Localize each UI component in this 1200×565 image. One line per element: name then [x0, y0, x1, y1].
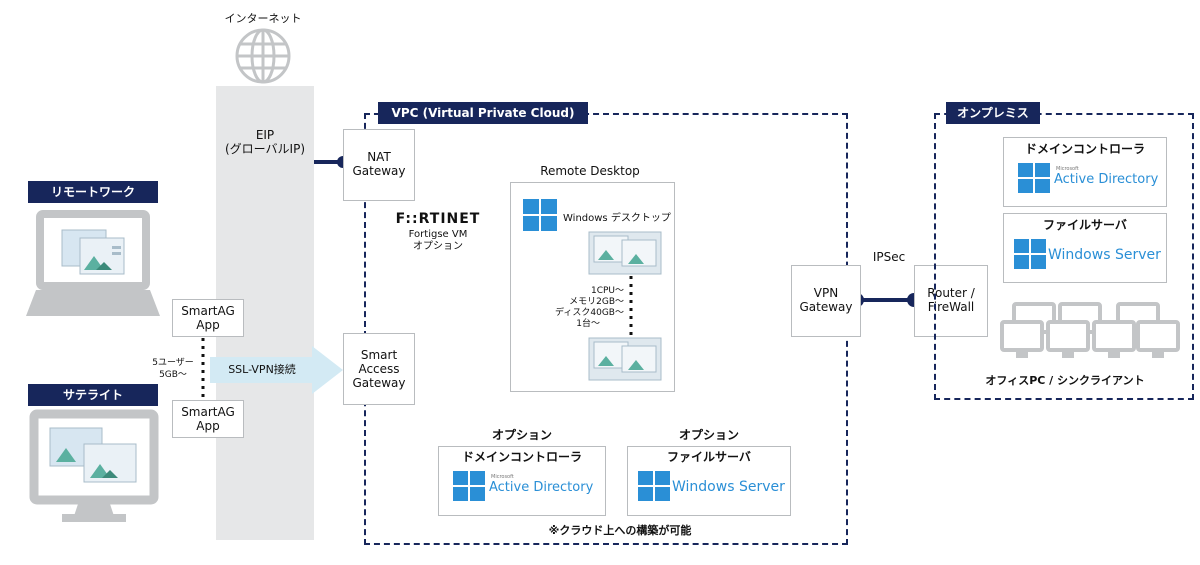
office-pc-icons [1000, 302, 1180, 352]
windows-logo-icon [453, 471, 485, 501]
windows-server-label: Windows Server [1048, 247, 1161, 263]
onprem-fs-box: ファイルサーバ Windows Server [1003, 213, 1167, 283]
smartag-app-top[interactable]: SmartAG App [172, 299, 244, 337]
fortigate-line1: Fortigse VM [408, 229, 468, 240]
ssl-vpn-label: SSL-VPN接続 [228, 363, 296, 376]
office-pc-label: オフィスPC / シンクライアント [985, 374, 1145, 387]
windows-server-label: Windows Server [672, 479, 785, 495]
satellite-label: サテライト [28, 384, 158, 406]
vpc-title: VPC (Virtual Private Cloud) [378, 102, 588, 124]
remote-desktop-title: Remote Desktop [540, 164, 640, 178]
active-directory-label: Active Directory [489, 480, 594, 495]
windows-desktop-label: Windows デスクトップ [563, 213, 671, 224]
globe-icon [235, 28, 291, 84]
sag-line2: Access [358, 362, 400, 376]
smartag-bottom-line2: App [196, 419, 220, 433]
ssl-vpn-arrow [210, 346, 343, 394]
eip-sub-label: (グローバルIP) [224, 142, 306, 156]
windows-logo-icon [1014, 239, 1046, 269]
cloud-note: ※クラウド上への構築が可能 [548, 524, 692, 537]
monitor-icon [29, 409, 159, 522]
ipsec-label: IPSec [872, 250, 906, 264]
remote-desktop-box: Windows デスクトップ [510, 182, 675, 392]
router-line1: Router / [927, 286, 975, 300]
active-directory-label: Active Directory [1054, 172, 1159, 187]
smartag-top-line1: SmartAG [181, 304, 235, 318]
microsoft-label: Microsoft [1056, 166, 1079, 172]
eip-label: EIP [255, 128, 275, 142]
fortinet-logo: F::RTINET [395, 211, 481, 227]
desktop-screen-top [588, 231, 662, 275]
spec-cpu: 1CPU〜 [590, 286, 624, 296]
vpn-line2: Gateway [799, 300, 853, 314]
desktop-screen-bottom [588, 337, 662, 381]
router-firewall[interactable]: Router / FireWall [914, 265, 988, 337]
nat-line2: Gateway [352, 164, 406, 178]
smart-access-gateway[interactable]: Smart Access Gateway [343, 333, 415, 405]
windows-logo-icon [638, 471, 670, 501]
nat-line1: NAT [367, 150, 391, 164]
smartag-top-line2: App [196, 318, 220, 332]
microsoft-label: Microsoft [491, 474, 514, 480]
sag-line1: Smart [360, 348, 398, 362]
vpn-line1: VPN [813, 286, 839, 300]
users-line1: 5ユーザー [152, 358, 194, 368]
users-line2: 5GB〜 [159, 370, 187, 380]
onprem-title: オンプレミス [946, 102, 1040, 124]
spec-memory: メモリ2GB〜 [569, 297, 624, 307]
onprem-boundary [934, 113, 1194, 400]
vpn-gateway[interactable]: VPN Gateway [791, 265, 861, 337]
remote-work-label: リモートワーク [28, 181, 158, 203]
laptop-icon [26, 210, 160, 316]
windows-logo-icon [1018, 163, 1050, 193]
onprem-fs-title: ファイルサーバ [1043, 218, 1127, 232]
router-line2: FireWall [927, 300, 975, 314]
onprem-dc-title: ドメインコントローラ [1024, 142, 1145, 156]
option-dc-title: ドメインコントローラ [461, 450, 582, 464]
option-fs-label: オプション [678, 428, 739, 442]
option-fs-title: ファイルサーバ [667, 450, 751, 464]
fortigate-line2: オプション [413, 241, 463, 252]
windows-logo-icon [523, 199, 557, 231]
smartag-bottom-line1: SmartAG [181, 405, 235, 419]
option-dc-label: オプション [491, 428, 552, 442]
spec-count: 1台〜 [576, 319, 600, 329]
nat-gateway[interactable]: NAT Gateway [343, 129, 415, 201]
onprem-dc-box: ドメインコントローラ Microsoft Active Directory [1003, 137, 1167, 207]
spec-disk: ディスク40GB〜 [555, 308, 624, 318]
smartag-app-bottom[interactable]: SmartAG App [172, 400, 244, 438]
option-fs-box: ファイルサーバ Windows Server [627, 446, 791, 516]
internet-label: インターネット [224, 12, 302, 25]
sag-line3: Gateway [352, 376, 406, 390]
option-dc-box: ドメインコントローラ Microsoft Active Directory [438, 446, 606, 516]
